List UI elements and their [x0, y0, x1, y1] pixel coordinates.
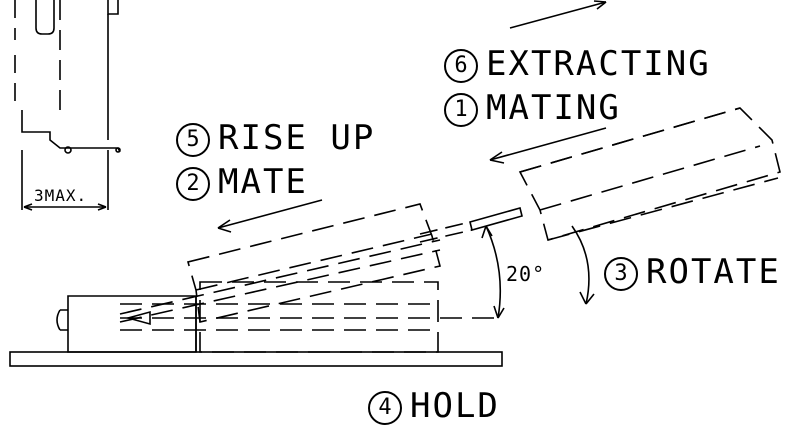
upper-plug-tip [469, 207, 523, 231]
angle-dimension [481, 225, 505, 319]
pcb-board [9, 351, 503, 367]
label-mate-text: MATE [218, 162, 308, 202]
middle-plug-outline [119, 203, 441, 323]
top-extract-arrow [509, 0, 607, 29]
step-2-marker: 2 [176, 166, 210, 201]
connector-side-view-sketch [14, 0, 121, 211]
label-rise-up-text: RISE UP [218, 118, 376, 158]
mated-plug-outline [120, 281, 500, 353]
step-5-marker: 5 [176, 122, 210, 157]
label-extracting-text: EXTRACTING [486, 44, 711, 84]
rise-up-arrow [217, 199, 323, 233]
step-1-marker: 1 [444, 92, 478, 127]
step-4-marker: 4 [368, 390, 402, 425]
label-rotate-text: ROTATE [646, 252, 781, 292]
step-6-marker: 6 [444, 48, 478, 83]
step-3-marker: 3 [604, 256, 638, 291]
label-hold-text: HOLD [410, 386, 500, 426]
upper-plug-shaft [419, 221, 473, 243]
angle-label: 20° [506, 262, 546, 286]
mating-arrow [489, 127, 607, 164]
label-mating-text: MATING [486, 88, 621, 128]
max-dimension-label: 3MAX. [34, 186, 88, 205]
upper-plug-outline [518, 107, 781, 241]
rotate-arrow [571, 225, 595, 305]
